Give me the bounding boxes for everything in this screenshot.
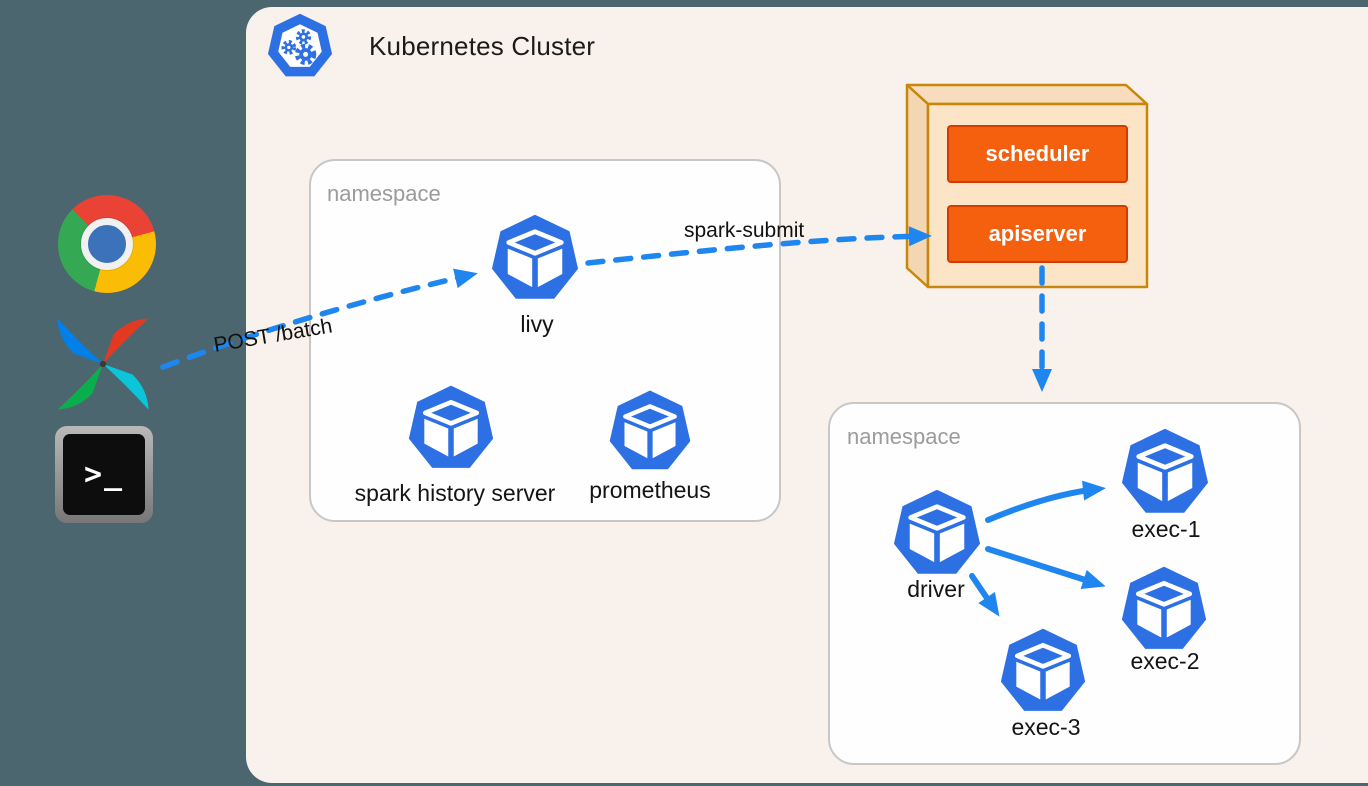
scheduler-component: scheduler [947, 125, 1128, 183]
pod-label-driver: driver [907, 576, 965, 602]
pod-label-exec-2: exec-2 [1130, 648, 1200, 674]
chrome-hub [81, 218, 133, 270]
pod-icon-driver [890, 485, 984, 581]
pod-label-prometheus: prometheus [589, 477, 711, 503]
chrome-browser-icon [58, 195, 156, 293]
cluster-title: Kubernetes Cluster [369, 30, 596, 61]
cluster-header: Kubernetes Cluster [265, 9, 685, 83]
kubernetes-logo-icon [265, 10, 335, 82]
pod-label-spark-history-server: spark history server [354, 480, 556, 506]
terminal-icon: >_ [55, 426, 153, 523]
airflow-icon [50, 311, 156, 417]
pod-label-livy: livy [520, 311, 554, 337]
pod-icon-livy [488, 210, 582, 306]
edge-label-spark-submit: spark-submit [684, 219, 805, 242]
terminal-prompt: >_ [63, 434, 145, 515]
pod-icon-exec-3 [997, 624, 1089, 718]
pod-icon-exec-1 [1118, 424, 1212, 520]
namespace-2-label: namespace [847, 424, 961, 449]
apiserver-component: apiserver [947, 205, 1128, 263]
pod-label-exec-1: exec-1 [1131, 516, 1201, 542]
pod-icon-spark-history-server [405, 381, 497, 475]
namespace-1-label: namespace [327, 181, 441, 206]
pod-label-exec-3: exec-3 [1011, 714, 1081, 740]
pod-icon-exec-2 [1118, 562, 1210, 656]
pod-icon-prometheus [606, 386, 694, 476]
